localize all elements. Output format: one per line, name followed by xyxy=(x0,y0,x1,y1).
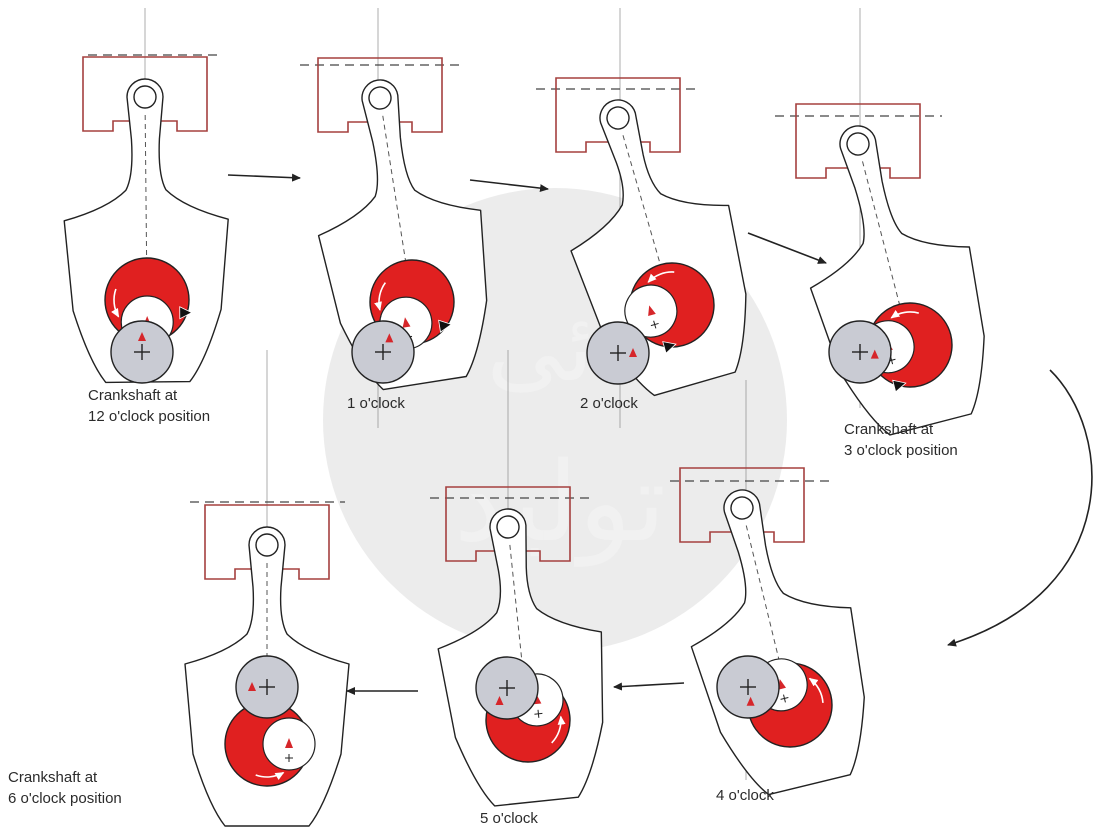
caption-12-oclock: Crankshaft at 12 o'clock position xyxy=(88,385,210,427)
gudgeon-pin xyxy=(134,86,156,108)
caption-3-line-1: Crankshaft at xyxy=(844,419,958,440)
caption-4-oclock: 4 o'clock xyxy=(716,785,774,806)
caption-6-line-2: 6 o'clock position xyxy=(8,788,122,809)
flow-arrow-12-to-1 xyxy=(228,175,300,178)
caption-6-oclock: Crankshaft at 6 o'clock position xyxy=(8,767,122,809)
flow-arrow-2-to-3 xyxy=(748,233,826,263)
caption-12-line-1: Crankshaft at xyxy=(88,385,210,406)
caption-1-oclock: 1 o'clock xyxy=(347,393,405,414)
watermark-word-2: تولید xyxy=(454,438,666,567)
caption-5-oclock: 5 o'clock xyxy=(480,808,538,829)
caption-3-line-2: 3 o'clock position xyxy=(844,440,958,461)
gudgeon-pin xyxy=(256,534,278,556)
watermark-word-1: ئی xyxy=(487,291,594,403)
caption-2-oclock: 2 o'clock xyxy=(580,393,638,414)
flow-arrow-4-to-5 xyxy=(614,683,684,687)
caption-3-oclock: Crankshaft at 3 o'clock position xyxy=(844,419,958,461)
connecting-rod xyxy=(774,106,1010,445)
caption-12-line-2: 12 o'clock position xyxy=(88,406,210,427)
flow-arrow-1-to-2 xyxy=(470,180,548,189)
mechanism-3-oclock xyxy=(774,8,1010,445)
caption-6-line-1: Crankshaft at xyxy=(8,767,122,788)
mechanism-12-oclock xyxy=(63,8,230,383)
